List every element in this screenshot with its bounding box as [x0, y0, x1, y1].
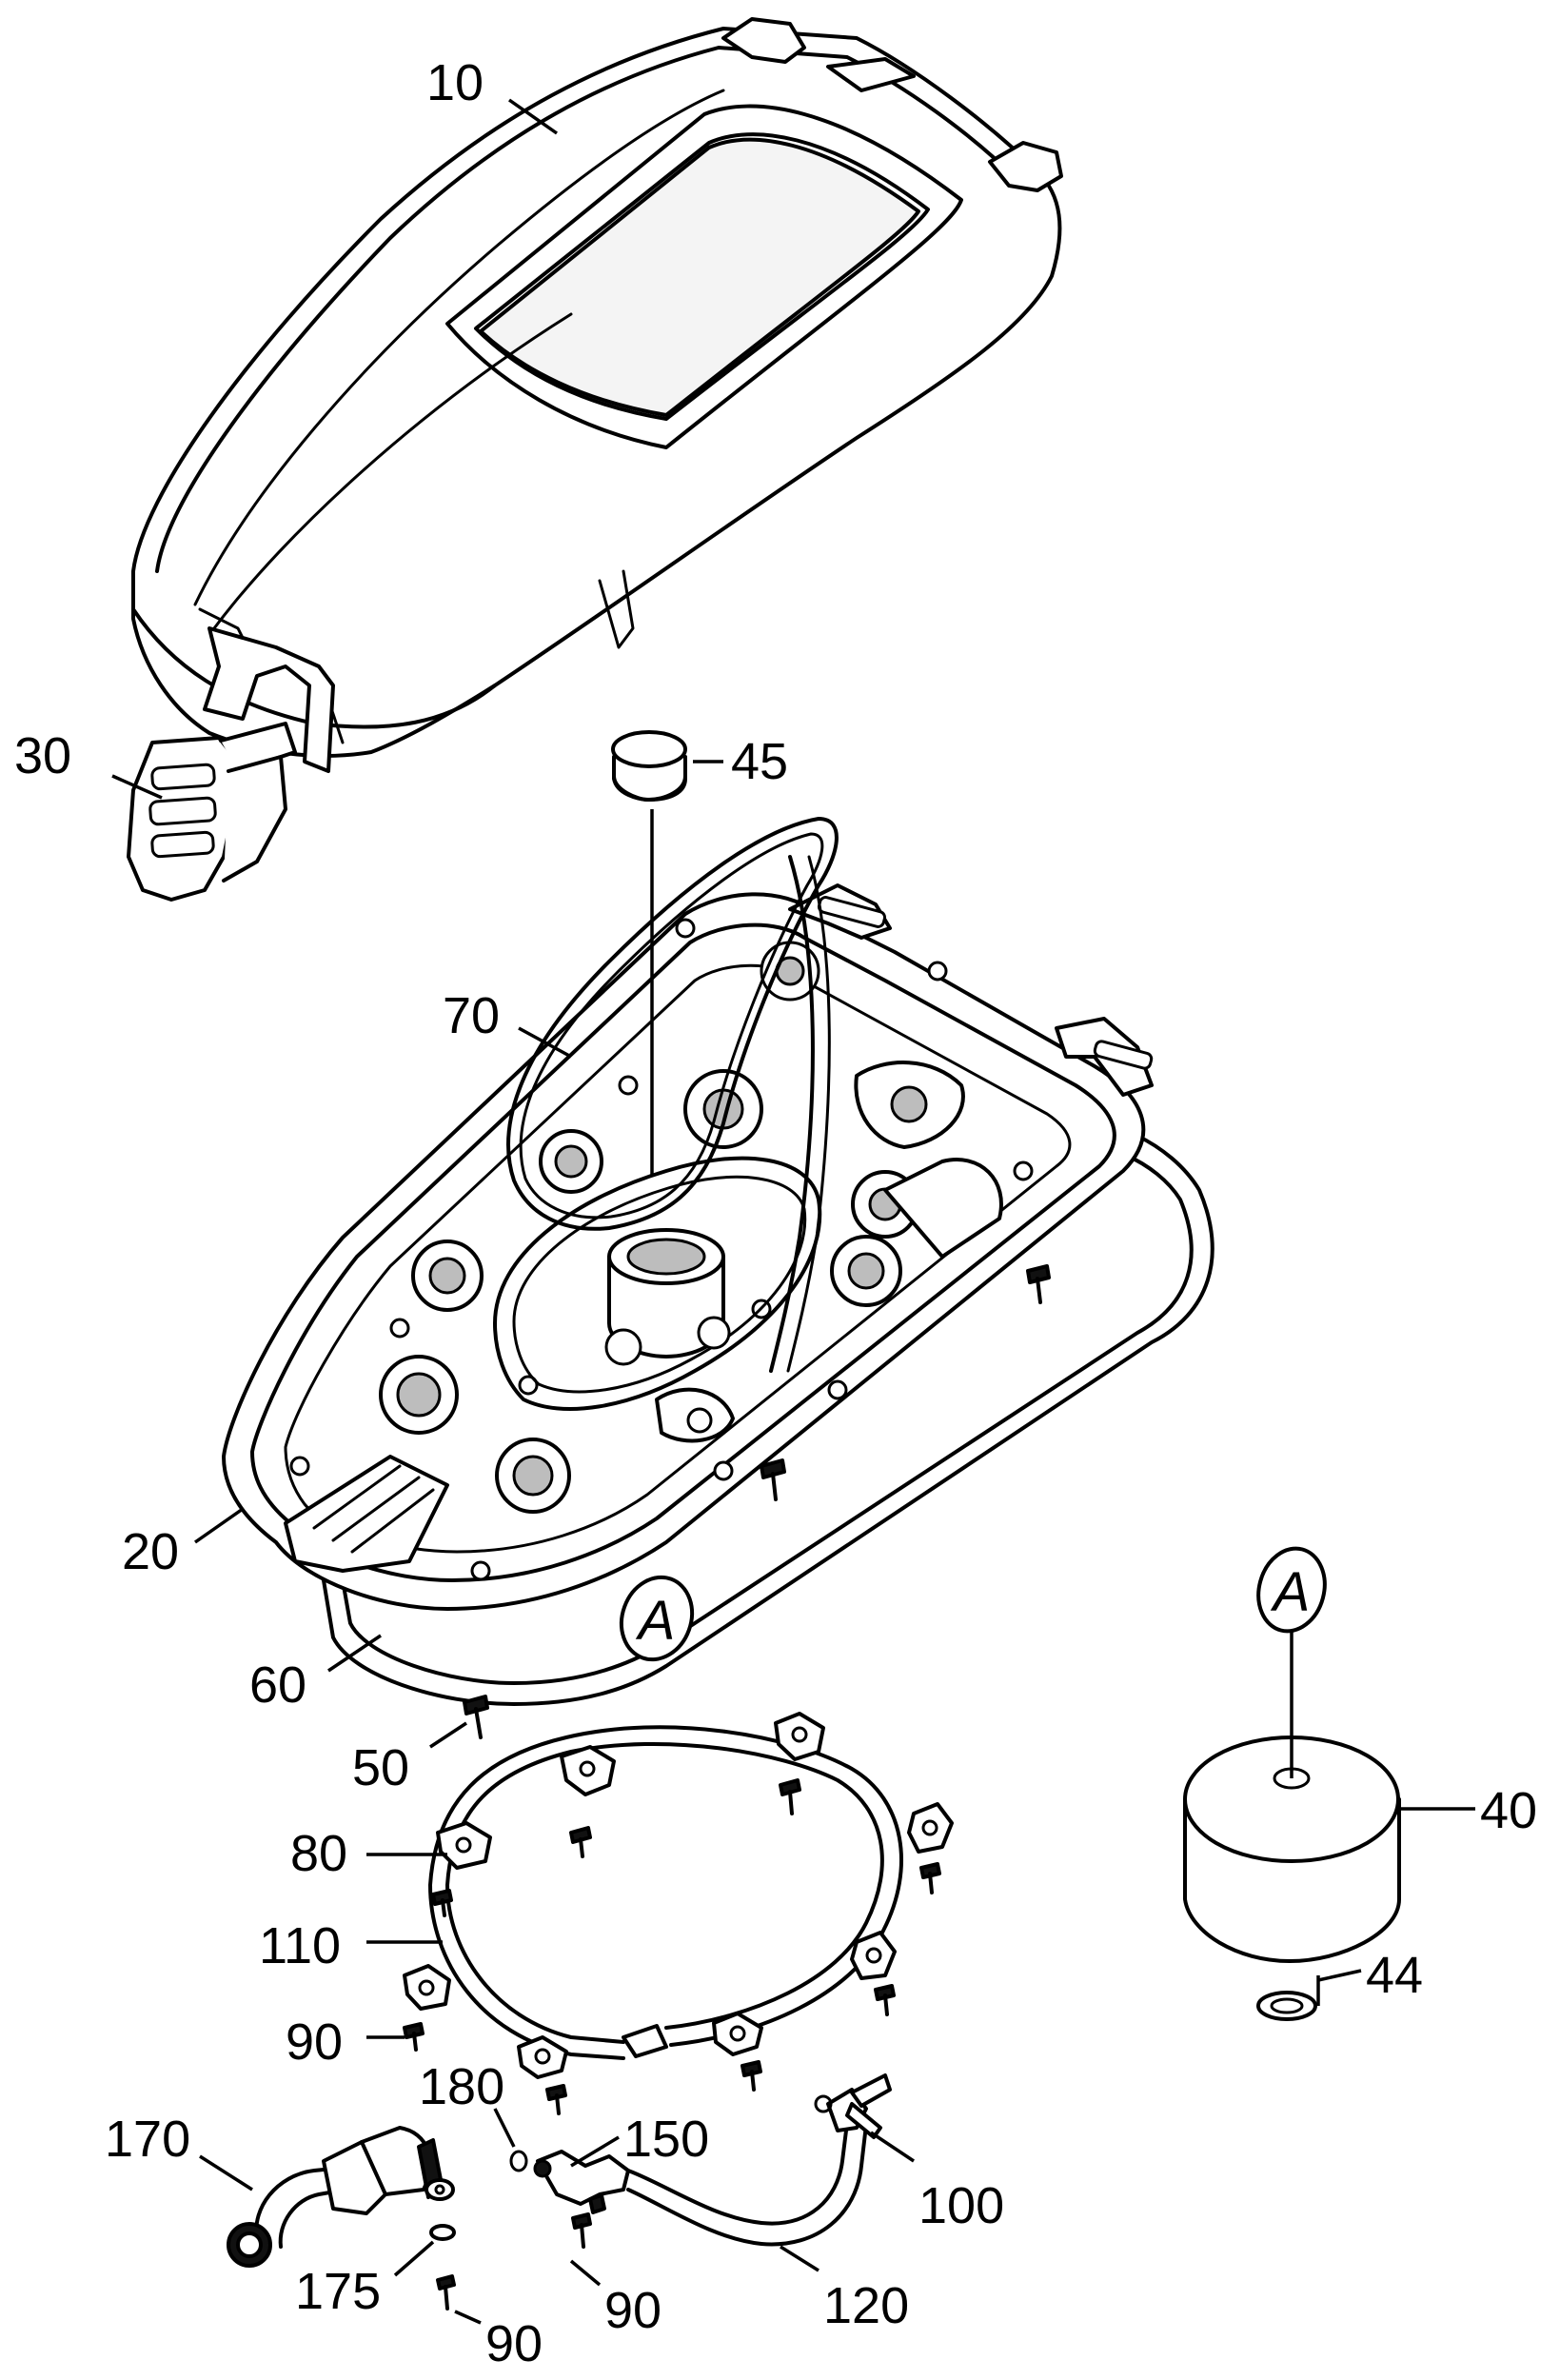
part-150-connector: [533, 2150, 630, 2249]
callout-180: 180: [419, 2058, 504, 2115]
part-120-hose: [626, 2121, 868, 2247]
part-45-cap: [611, 730, 687, 802]
part-175-washer: [417, 2138, 456, 2311]
part-100-tee: [814, 2073, 892, 2139]
callout-170: 170: [105, 2111, 190, 2168]
part-170-elbow: [227, 2126, 432, 2268]
callout-150: 150: [623, 2111, 709, 2168]
part-110-tube-ring: [428, 1725, 903, 2060]
part-50-screws: [463, 1264, 1051, 1739]
callout-120: 120: [823, 2277, 909, 2334]
reference-marker-a-main: A: [619, 1575, 695, 1662]
callout-10: 10: [426, 54, 484, 111]
callout-90-b: 90: [485, 2315, 543, 2372]
callout-80: 80: [290, 1825, 347, 1882]
marker-a-main-label: A: [636, 1590, 676, 1652]
callout-100: 100: [918, 2177, 1004, 2234]
marker-a-detail-label: A: [1271, 1561, 1311, 1623]
part-40-weight: [1183, 1735, 1401, 2021]
callout-60: 60: [249, 1656, 306, 1714]
part-180-oring: [509, 2150, 528, 2172]
callout-175: 175: [295, 2263, 381, 2320]
callout-44: 44: [1366, 1947, 1423, 2004]
callout-90-a: 90: [286, 2013, 343, 2071]
callout-50: 50: [352, 1739, 409, 1796]
part-10-top-cover: [131, 17, 1063, 773]
callout-45: 45: [731, 733, 788, 790]
callout-30: 30: [14, 727, 71, 784]
part-80-clips: [403, 1712, 954, 2115]
callout-70: 70: [443, 987, 500, 1044]
callout-20: 20: [122, 1523, 179, 1580]
part-70-gasket: [493, 817, 839, 1411]
callout-90-c: 90: [604, 2282, 662, 2339]
leader-lines: [111, 98, 1475, 2325]
callout-labels: 10 30 45 70 20 60 50 80 110 90 40 44 170…: [14, 54, 1537, 2372]
part-30-latch: [127, 722, 297, 902]
callout-110: 110: [259, 1917, 341, 1974]
callout-40: 40: [1480, 1782, 1537, 1839]
reference-marker-a-detail: A: [1256, 1546, 1327, 1778]
